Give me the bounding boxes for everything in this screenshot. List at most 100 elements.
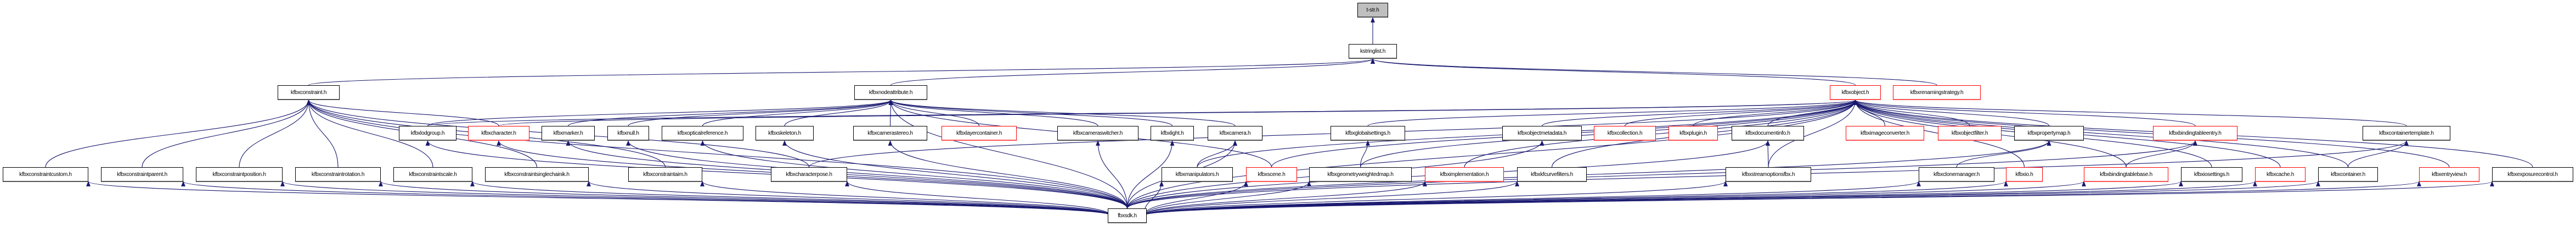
- node-kfcurvefilters[interactable]: kfbxkfcurvefilters.h: [1517, 167, 1587, 182]
- edge-camerastereo-to-nodeattribute: [888, 100, 893, 126]
- edge-propertymap-to-object: [1853, 100, 2050, 126]
- edge-character-to-constraint: [306, 100, 499, 126]
- node-constraint[interactable]: kfbxconstraint.h: [278, 85, 340, 100]
- edge-skeleton-to-nodeattribute: [784, 100, 893, 126]
- node-caim[interactable]: kfbxconstraintaim.h: [628, 167, 702, 182]
- node-imageconverter[interactable]: kfbximageconverter.h: [1846, 126, 1924, 141]
- node-globalsettings[interactable]: kfbxglobalsettings.h: [1331, 126, 1405, 141]
- node-cache[interactable]: kfbxcache.h: [2255, 167, 2306, 182]
- edge-container-to-object: [1853, 100, 2349, 168]
- edge-fbxsdk-to-object: [1126, 100, 1858, 209]
- node-implementation[interactable]: kfbximplementation.h: [1425, 167, 1504, 182]
- node-io[interactable]: kfbxio.h: [2006, 167, 2043, 182]
- node-skeleton[interactable]: kfbxskeleton.h: [756, 126, 814, 141]
- edge-fbxsdk-to-container: [1143, 181, 2320, 216]
- node-csinglechainik[interactable]: kfbxconstraintsinglechainik.h: [485, 167, 589, 182]
- node-nodeattribute[interactable]: kfbxnodeattribute.h: [854, 85, 927, 100]
- node-container[interactable]: kfbxcontainer.h: [2318, 167, 2378, 182]
- node-optical[interactable]: kfbxopticalreference.h: [662, 126, 743, 141]
- edge-cameraswitcher-to-nodeattribute: [888, 100, 1098, 126]
- node-scene[interactable]: kfbxscene.h: [1246, 167, 1297, 182]
- edge-collection-to-object: [1624, 100, 1858, 126]
- node-cposition[interactable]: kfbxconstraintposition.h: [196, 167, 283, 182]
- node-documentinfo[interactable]: kfbxdocumentinfo.h: [1732, 126, 1804, 141]
- edge-layercontainer-to-nodeattribute: [888, 100, 980, 126]
- edge-fbxsdk-to-bindingtablebase: [1143, 181, 2086, 216]
- edge-fbxsdk-to-cscale: [470, 181, 1112, 216]
- node-fbxsdk[interactable]: fbxsdk.h: [1108, 208, 1147, 223]
- edge-fbxsdk-to-skeleton: [782, 140, 1128, 209]
- edge-fbxsdk-to-implementation: [1143, 181, 1427, 216]
- edge-fbxsdk-to-io: [1143, 181, 2008, 216]
- node-plugin[interactable]: kfbxplugin.h: [1669, 126, 1718, 141]
- node-lodgroup[interactable]: kfbxlodgroup.h: [399, 126, 456, 141]
- node-tstr[interactable]: t-str.h: [1357, 3, 1388, 18]
- node-geomweighted[interactable]: kfbxgeometryweightedmap.h: [1309, 167, 1412, 182]
- edge-fbxsdk-to-nodeattribute: [888, 100, 1128, 209]
- edge-entryview-to-object: [1853, 100, 2450, 168]
- edge-globalsettings-to-object: [1367, 100, 1858, 126]
- node-objectfilter[interactable]: kfbxobjectfilter.h: [1938, 126, 2002, 141]
- node-renaming[interactable]: kfbxrenamingstrategy.h: [1893, 85, 1981, 100]
- edge-streamoptions-to-object: [1768, 100, 1858, 168]
- node-marker[interactable]: kfbxmarker.h: [542, 126, 595, 141]
- edge-nodeattribute-to-kstringlist: [890, 58, 1375, 86]
- node-collection[interactable]: kfbxcollection.h: [1594, 126, 1656, 141]
- node-light[interactable]: kfbxlight.h: [1151, 126, 1194, 141]
- node-cparent[interactable]: kfbxconstraintparent.h: [101, 167, 183, 182]
- node-entryview[interactable]: kfbxentryview.h: [2419, 167, 2479, 182]
- edge-fbxsdk-to-caim: [700, 181, 1112, 216]
- node-streamoptions[interactable]: kfbxstreamoptionsfbx.h: [1726, 167, 1811, 182]
- edge-cparent-to-constraint: [142, 100, 311, 168]
- edge-fbxsdk-to-exposurecontrol: [1143, 181, 2494, 216]
- node-cameraswitcher[interactable]: kfbxcameraswitcher.h: [1057, 126, 1138, 141]
- node-layercontainer[interactable]: kfbxlayercontainer.h: [942, 126, 1017, 141]
- edge-fbxsdk-to-cameraswitcher: [1096, 140, 1128, 209]
- node-bindingtableentry[interactable]: kfbxbindingtableentry.h: [2153, 126, 2237, 141]
- node-manipulators[interactable]: kfbxmanipulators.h: [1162, 167, 1233, 182]
- node-propertymap[interactable]: kfbxpropertymap.h: [2014, 126, 2084, 141]
- node-ccustom[interactable]: kfbxconstraintcustom.h: [3, 167, 88, 182]
- edge-fbxsdk-to-marker: [566, 140, 1128, 209]
- edge-fbxsdk-to-cache: [1143, 181, 2257, 216]
- node-iosettings[interactable]: kfbxiosettings.h: [2181, 167, 2242, 182]
- edge-fbxsdk-to-cparent: [181, 181, 1112, 216]
- edge-fbxsdk-to-bindingtableentry: [1126, 140, 2197, 209]
- edge-objectmetadata-to-object: [1541, 100, 1858, 126]
- node-clonemanager[interactable]: kfbxclonemanager.h: [1919, 167, 1994, 182]
- edge-crotation-to-constraint: [306, 100, 339, 168]
- node-containertemplate[interactable]: kfbxcontainertemplate.h: [2363, 126, 2450, 141]
- node-character[interactable]: kfbxcharacter.h: [468, 126, 529, 141]
- edge-fbxsdk-to-ccustom: [86, 181, 1112, 216]
- node-camerastereo[interactable]: kfbxcamerastereo.h: [853, 126, 927, 141]
- edge-bindingtablebase-to-bindingtableentry: [2126, 140, 2197, 168]
- node-object[interactable]: kfbxobject.h: [1830, 85, 1881, 100]
- edge-null-to-nodeattribute: [628, 100, 893, 126]
- node-exposurecontrol[interactable]: kfbxexposurecontrol.h: [2492, 167, 2573, 182]
- node-camera[interactable]: kfbxcamera.h: [1208, 126, 1262, 141]
- edge-constraint-to-kstringlist: [308, 58, 1375, 86]
- node-characterpose[interactable]: kfbxcharacterpose.h: [771, 167, 847, 182]
- node-kstringlist[interactable]: kstringlist.h: [1349, 44, 1397, 59]
- edge-fbxsdk-to-cposition: [280, 181, 1112, 216]
- edge-fbxsdk-to-constraint: [306, 100, 1128, 209]
- edge-optical-to-nodeattribute: [702, 100, 893, 126]
- edge-fbxsdk-to-crotation: [379, 181, 1112, 216]
- edge-cposition-to-constraint: [239, 100, 311, 168]
- edge-fbxsdk-to-light: [1126, 140, 1175, 209]
- node-null[interactable]: kfbxnull.h: [607, 126, 649, 141]
- edge-renaming-to-kstringlist: [1371, 58, 1937, 86]
- node-bindingtablebase[interactable]: kfbxbindingtablebase.h: [2084, 167, 2168, 182]
- edge-fbxsdk-to-characterpose: [845, 181, 1112, 216]
- node-cscale[interactable]: kfbxconstraintscale.h: [393, 167, 472, 182]
- edge-fbxsdk-to-propertymap: [1126, 140, 2051, 209]
- edge-fbxsdk-to-camerastereo: [888, 140, 1128, 209]
- node-crotation[interactable]: kfbxconstraintrotation.h: [295, 167, 381, 182]
- edge-fbxsdk-to-streamoptions: [1143, 181, 1728, 216]
- edge-manipulators-to-camera: [1197, 140, 1237, 168]
- node-objectmetadata[interactable]: kfbxobjectmetadata.h: [1502, 126, 1582, 141]
- edge-fbxsdk-to-kfcurvefilters: [1143, 181, 1519, 216]
- edge-fbxsdk-to-clonemanager: [1143, 181, 1921, 216]
- edge-container-to-containertemplate: [2347, 140, 2409, 168]
